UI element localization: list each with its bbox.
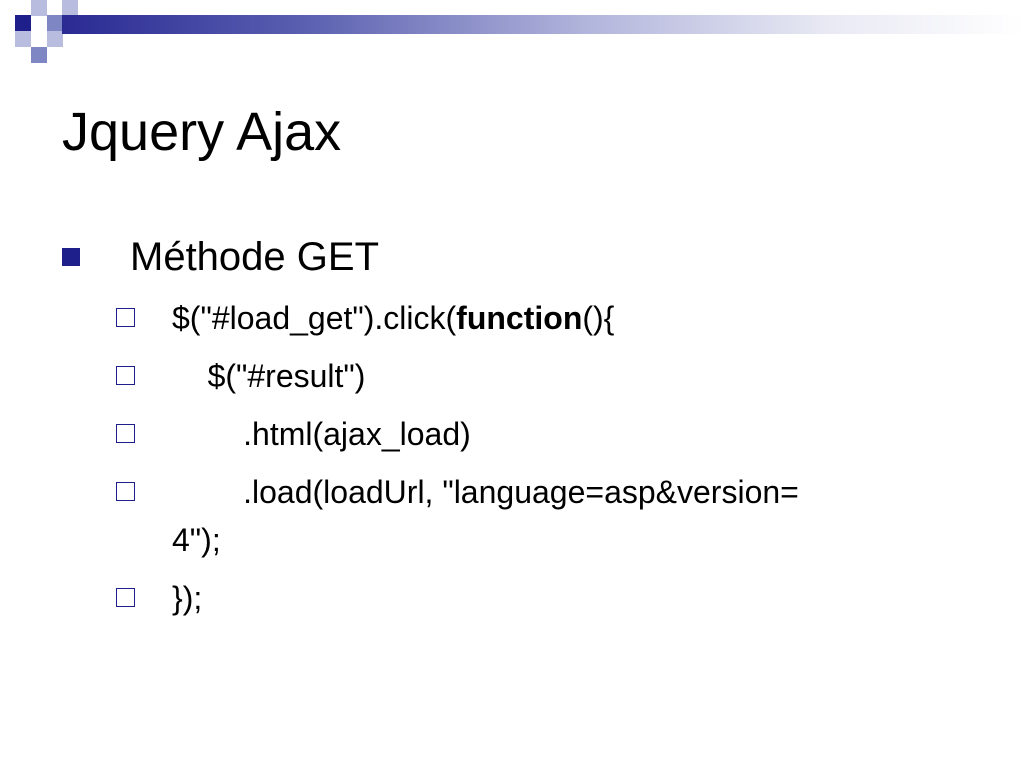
decor-square xyxy=(47,31,63,47)
hollow-square-bullet-icon xyxy=(116,308,135,327)
decor-square xyxy=(31,0,47,16)
sub-bullet-item: $("#result") xyxy=(116,354,996,398)
decor-square xyxy=(47,15,63,31)
code-line: .html(ajax_load) xyxy=(172,416,471,452)
code-line: }); xyxy=(172,580,203,616)
bullet-text: Méthode GET xyxy=(130,235,380,279)
code-line: $("#result") xyxy=(172,358,366,394)
header-gradient-bar xyxy=(62,15,1024,34)
filled-square-bullet-icon xyxy=(62,248,80,266)
code-line: .load(loadUrl, "language=asp&version= xyxy=(172,474,799,510)
decor-square xyxy=(31,47,47,63)
hollow-square-bullet-icon xyxy=(116,482,135,501)
hollow-square-bullet-icon xyxy=(116,424,135,443)
code-line: $("#load_get").click(function(){ xyxy=(172,300,615,336)
sub-bullet-item: .html(ajax_load) xyxy=(116,412,996,456)
hollow-square-bullet-icon xyxy=(116,588,135,607)
header-decoration xyxy=(0,0,1024,70)
sub-bullet-item: }); xyxy=(116,576,996,620)
keyword-function: function xyxy=(456,300,583,336)
slide-title: Jquery Ajax xyxy=(62,102,342,162)
decor-square xyxy=(15,15,31,31)
sub-bullet-item: .load(loadUrl, "language=asp&version= 4"… xyxy=(116,470,996,558)
hollow-square-bullet-icon xyxy=(116,366,135,385)
decor-square xyxy=(62,0,78,16)
code-line-continuation: 4"); xyxy=(172,522,221,558)
sub-bullet-item: $("#load_get").click(function(){ xyxy=(116,296,996,340)
bullet-item: Méthode GET xyxy=(62,232,379,282)
decor-square xyxy=(15,31,31,47)
